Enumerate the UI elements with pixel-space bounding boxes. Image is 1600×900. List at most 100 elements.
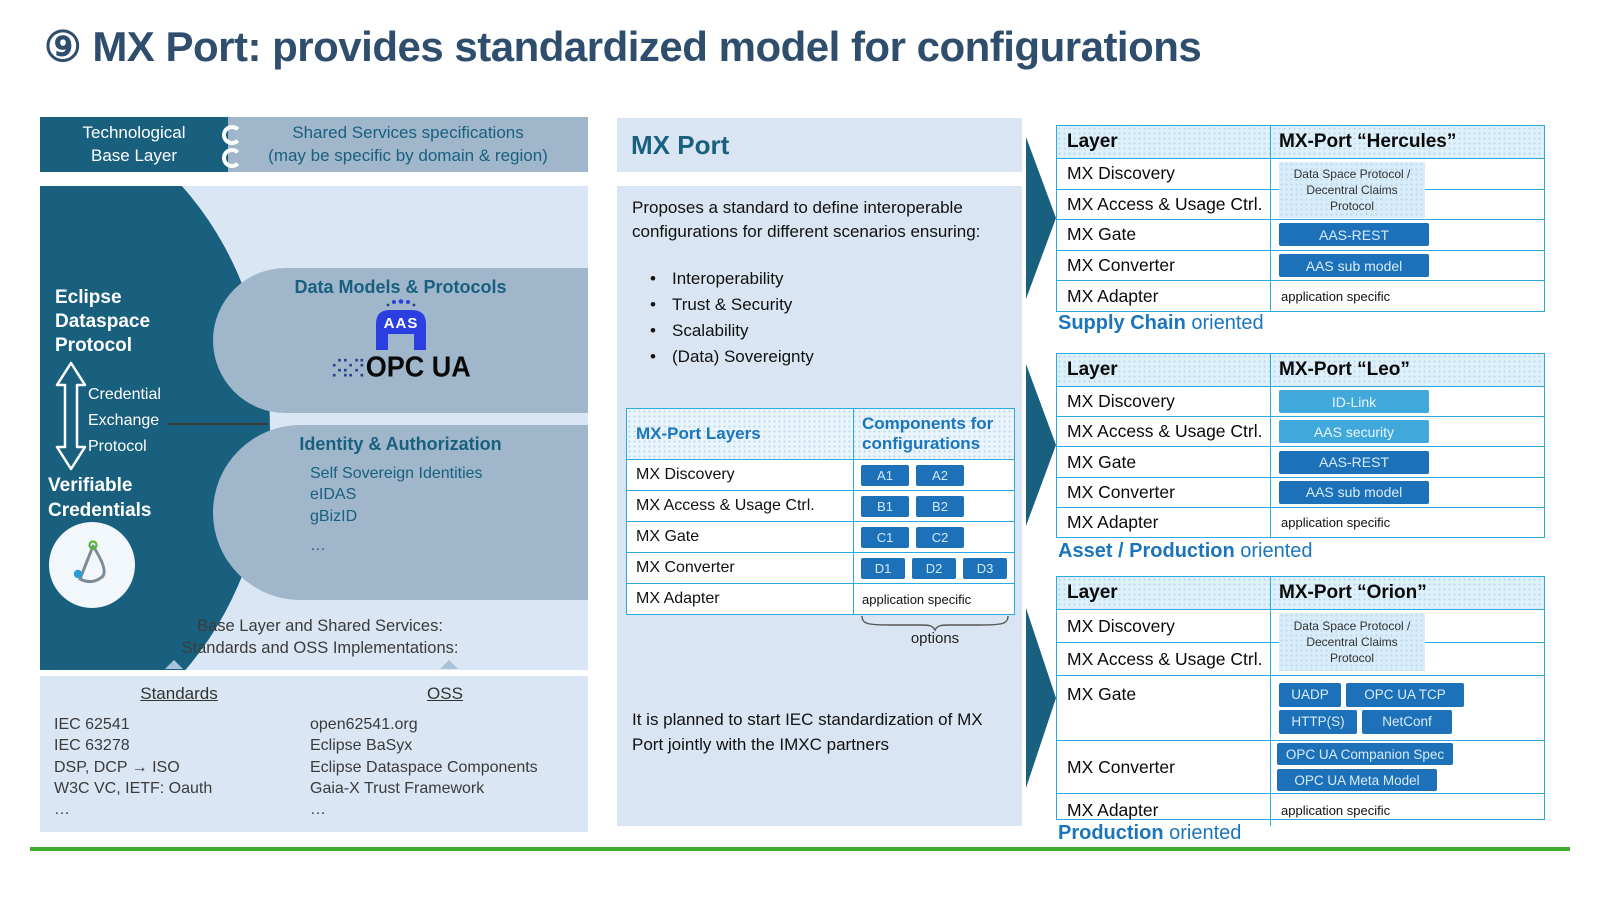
- supply-chain-caption: Supply Chain oriented: [1058, 312, 1264, 335]
- layer-label: MX Converter: [1057, 250, 1271, 281]
- standards-heading: Standards: [140, 684, 218, 703]
- underbrace-icon: [861, 615, 1009, 632]
- identity-title: Identity & Authorization: [299, 434, 502, 454]
- arrow-right-icon: [1026, 364, 1056, 526]
- table-row: MX Discovery A1 A2: [627, 459, 1014, 490]
- identity-item: Self Sovereign Identities: [310, 465, 483, 482]
- table-row: MX Adapter application specific: [627, 583, 1014, 614]
- shared-services-box: Shared Services specifications (may be s…: [228, 117, 588, 172]
- gate-chip: OPC UA TCP: [1346, 682, 1464, 707]
- caption-rest: oriented: [1240, 540, 1313, 562]
- layer-label: MX Discovery: [627, 460, 854, 490]
- layer-label: MX Converter: [627, 553, 854, 583]
- production-caption: Production oriented: [1058, 822, 1241, 845]
- bullet-dot-icon: •: [650, 295, 656, 314]
- base-layer-panel: Eclipse Dataspace Protocol Credential Ex…: [40, 186, 588, 670]
- credential-exchange-protocol-label: Credential Exchange Protocol: [88, 386, 161, 455]
- layer-label: MX Access & Usage Ctrl.: [627, 491, 854, 521]
- access-chip: AAS security: [1279, 420, 1429, 444]
- pointer-bump-icon: [165, 660, 183, 669]
- dsp-merged-chip: Data Space Protocol / Decentral Claims P…: [1279, 162, 1425, 218]
- component-chip: C1: [861, 526, 909, 548]
- table-row: MX Discovery: [1057, 609, 1544, 642]
- arrow-right-icon: [1026, 608, 1056, 788]
- layer-label: MX Gate: [1057, 220, 1271, 250]
- arrow-right-icon: [1026, 137, 1056, 299]
- iec-standardization-note: It is planned to start IEC standardizati…: [632, 710, 983, 754]
- col-header-components: Components for configurations: [862, 414, 994, 453]
- verifiable-credentials-label: Verifiable Credentials: [48, 475, 152, 521]
- caption-bold: Asset / Production: [1058, 540, 1235, 562]
- layer-label: MX Gate: [627, 522, 854, 552]
- table-header-row: Layer MX-Port “Leo”: [1057, 354, 1544, 386]
- verifiable-credentials-icon: [49, 522, 135, 608]
- base-layer-caption: Base Layer and Shared Services: Standard…: [181, 617, 459, 657]
- layer-label: MX Gate: [1057, 676, 1271, 740]
- layer-label: MX Adapter: [627, 584, 854, 614]
- bullet-dot-icon: •: [650, 321, 656, 340]
- table-row: MX Access & Usage Ctrl.AAS security: [1057, 416, 1544, 447]
- identity-item: …: [310, 536, 326, 554]
- identity-item: gBizID: [310, 507, 358, 525]
- layer-label: MX Gate: [1057, 447, 1271, 477]
- leo-col-header: MX-Port “Leo”: [1279, 359, 1410, 380]
- opcua-scatter-icon: ⡪⣕⢝: [330, 357, 366, 377]
- application-specific-note: application specific: [1281, 514, 1391, 530]
- gate-chip: HTTP(S): [1279, 709, 1357, 734]
- standards-item: IEC 63278: [54, 737, 130, 755]
- layer-label: MX Access & Usage Ctrl.: [1057, 643, 1271, 675]
- component-chip: B2: [916, 495, 964, 517]
- mx-port-title: MX Port: [631, 129, 730, 160]
- layer-col-header: Layer: [1057, 126, 1271, 158]
- bullet-item: •(Data) Sovereignty: [632, 344, 1012, 370]
- col-header-layers: MX-Port Layers: [627, 409, 854, 459]
- opcua-logo-text: OPC UA: [365, 351, 471, 383]
- bullet-item: •Scalability: [632, 318, 1012, 344]
- mx-port-panel: Proposes a standard to define interopera…: [617, 186, 1022, 826]
- asset-production-caption: Asset / Production oriented: [1058, 540, 1313, 563]
- application-specific-note: application specific: [1281, 802, 1391, 818]
- aas-logo-icon: AAS: [375, 299, 426, 350]
- component-chip: D3: [963, 557, 1007, 579]
- standards-oss-panel: Standards IEC 62541 IEC 63278 DSP, DCP →…: [40, 676, 588, 832]
- bullet-dot-icon: •: [650, 269, 656, 288]
- converter-chip: OPC UA Companion Spec: [1277, 743, 1453, 765]
- layer-label: MX Discovery: [1057, 610, 1271, 642]
- component-chip: A1: [861, 464, 909, 486]
- table-row: MX Converter AAS sub model: [1057, 249, 1544, 281]
- data-models-title: Data Models & Protocols: [294, 277, 507, 297]
- oss-item: Eclipse BaSyx: [310, 737, 413, 755]
- layer-label: MX Discovery: [1057, 159, 1271, 189]
- double-arrow-icon: [55, 361, 87, 471]
- converter-chip: AAS sub model: [1279, 254, 1429, 278]
- mx-port-title-bar: MX Port: [617, 118, 1022, 172]
- dsp-merged-chip: Data Space Protocol / Decentral Claims P…: [1279, 613, 1425, 671]
- component-chip: A2: [916, 464, 964, 486]
- identity-authorization-box: Identity & Authorization Self Sovereign …: [213, 425, 588, 600]
- connector-line: [168, 423, 268, 425]
- layer-label: MX Converter: [1057, 477, 1271, 507]
- application-specific-note: application specific: [1281, 288, 1391, 304]
- layer-label: MX Discovery: [1057, 387, 1271, 417]
- caption-rest: oriented: [1191, 312, 1264, 334]
- puzzle-notch-icon: [222, 125, 242, 145]
- bullet-item: •Trust & Security: [632, 292, 1012, 318]
- oss-column: OSS open62541.org Eclipse BaSyx Eclipse …: [310, 684, 580, 820]
- page-title: ⑨ MX Port: provides standardized model f…: [44, 23, 1202, 70]
- pointer-bump-icon: [440, 660, 458, 669]
- layer-label: MX Access & Usage Ctrl.: [1057, 189, 1271, 220]
- standards-item: DSP, DCP → ISO: [54, 758, 180, 776]
- caption-bold: Production: [1058, 822, 1164, 844]
- layer-col-header: Layer: [1057, 577, 1271, 609]
- converter-chip: OPC UA Meta Model: [1277, 769, 1437, 791]
- oss-list: open62541.org Eclipse BaSyx Eclipse Data…: [310, 714, 580, 820]
